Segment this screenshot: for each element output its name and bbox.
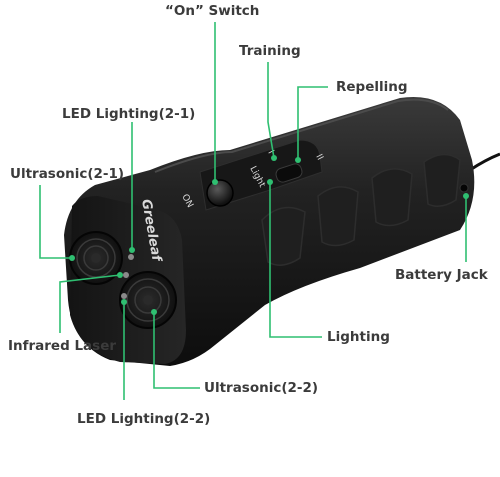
mode-1-print: I — [265, 149, 275, 156]
label-ultrasonic-1: Ultrasonic(2-1) — [10, 166, 125, 182]
leader-ultrasonic-1 — [39, 185, 72, 259]
label-infrared-laser: Infrared Laser — [8, 338, 117, 354]
leader-infrared-laser — [59, 274, 121, 333]
led-1-dot — [128, 254, 134, 260]
laser-dot — [123, 272, 129, 278]
grip — [261, 153, 461, 266]
label-lighting: Lighting — [327, 329, 390, 345]
battery-jack-port — [459, 183, 469, 193]
cable — [469, 152, 500, 172]
label-led-lighting-1: LED Lighting(2-1) — [62, 106, 196, 122]
leader-repelling — [297, 86, 328, 160]
on-switch-button — [206, 179, 234, 207]
label-battery-jack: Battery Jack — [395, 267, 488, 283]
ultrasonic-speaker-1 — [69, 231, 123, 285]
label-training: Training — [239, 43, 301, 59]
leader-ultrasonic-2 — [153, 312, 200, 389]
leader-dots — [69, 155, 469, 315]
label-led-lighting-2: LED Lighting(2-2) — [77, 411, 211, 427]
label-ultrasonic-2: Ultrasonic(2-2) — [204, 380, 319, 396]
leader-training — [267, 62, 275, 159]
leader-lighting — [269, 182, 322, 338]
label-on-switch: “On” Switch — [165, 3, 260, 19]
led-2-dot — [121, 293, 127, 299]
ultrasonic-speaker-2 — [119, 271, 177, 329]
label-repelling: Repelling — [336, 79, 408, 95]
mode-switch — [275, 163, 303, 183]
mode-2-print: II — [313, 153, 324, 162]
leader-lines — [39, 22, 467, 400]
